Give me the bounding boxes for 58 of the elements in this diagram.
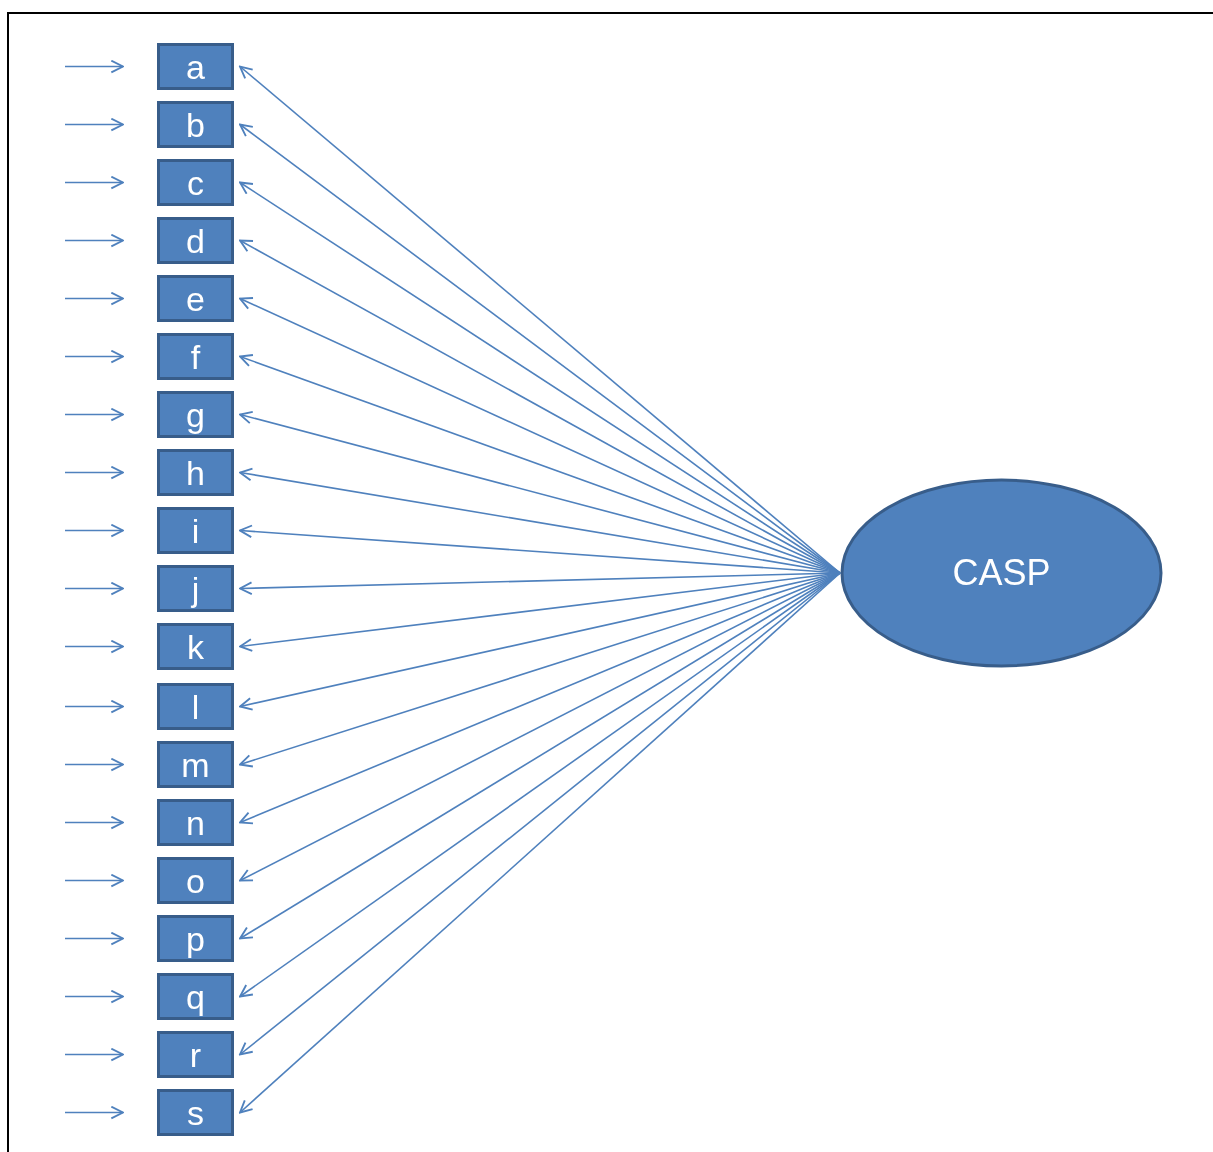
- letter-box: [157, 159, 234, 206]
- input-arrow: [64, 407, 124, 422]
- input-arrow: [64, 59, 124, 74]
- input-arrow: [64, 639, 124, 654]
- node-label: r: [189, 1037, 202, 1072]
- node-label: b: [186, 107, 205, 142]
- letter-box: [157, 915, 234, 962]
- node-label: g: [186, 397, 205, 432]
- letter-box: [157, 43, 234, 90]
- node-label: p: [186, 921, 205, 956]
- node-label: l: [191, 689, 200, 724]
- letter-box: [157, 683, 234, 730]
- input-arrow: [64, 1105, 124, 1120]
- node-label: a: [186, 49, 205, 84]
- letter-box: [157, 1031, 234, 1078]
- node-label: CASP: [952, 555, 1051, 591]
- node-label: f: [190, 339, 201, 374]
- letter-box: [157, 799, 234, 846]
- letter-box: [157, 217, 234, 264]
- input-arrow: [64, 989, 124, 1004]
- input-arrow: [64, 117, 124, 132]
- letter-box: [157, 391, 234, 438]
- letter-box: [157, 275, 234, 322]
- input-arrow: [64, 699, 124, 714]
- input-arrow: [64, 873, 124, 888]
- letter-box: [157, 565, 234, 612]
- node-label: n: [186, 805, 205, 840]
- node-label: i: [191, 513, 200, 548]
- letter-box: [157, 623, 234, 670]
- node-label: e: [186, 281, 205, 316]
- input-arrow: [64, 175, 124, 190]
- input-arrow: [64, 815, 124, 830]
- letter-box: [157, 333, 234, 380]
- letter-box: [157, 449, 234, 496]
- letter-box: [157, 973, 234, 1020]
- input-arrow: [64, 581, 124, 596]
- node-label: m: [181, 747, 210, 782]
- node-label: d: [186, 223, 205, 258]
- node-label: k: [187, 629, 204, 664]
- letter-box: [157, 741, 234, 788]
- input-arrow: [64, 931, 124, 946]
- letter-box: [157, 507, 234, 554]
- input-arrow: [64, 757, 124, 772]
- node-label: o: [186, 863, 205, 898]
- input-arrow: [64, 1047, 124, 1062]
- letter-box: [157, 101, 234, 148]
- input-arrow: [64, 465, 124, 480]
- node-label: j: [191, 571, 200, 606]
- node-label: c: [187, 165, 204, 200]
- node-label: h: [186, 455, 205, 490]
- letter-box: [157, 857, 234, 904]
- input-arrow: [64, 291, 124, 306]
- input-arrow: [64, 233, 124, 248]
- input-arrow: [64, 349, 124, 364]
- node-label: s: [187, 1095, 204, 1130]
- letter-box: [157, 1089, 234, 1136]
- node-label: q: [186, 979, 205, 1014]
- input-arrow: [64, 523, 124, 538]
